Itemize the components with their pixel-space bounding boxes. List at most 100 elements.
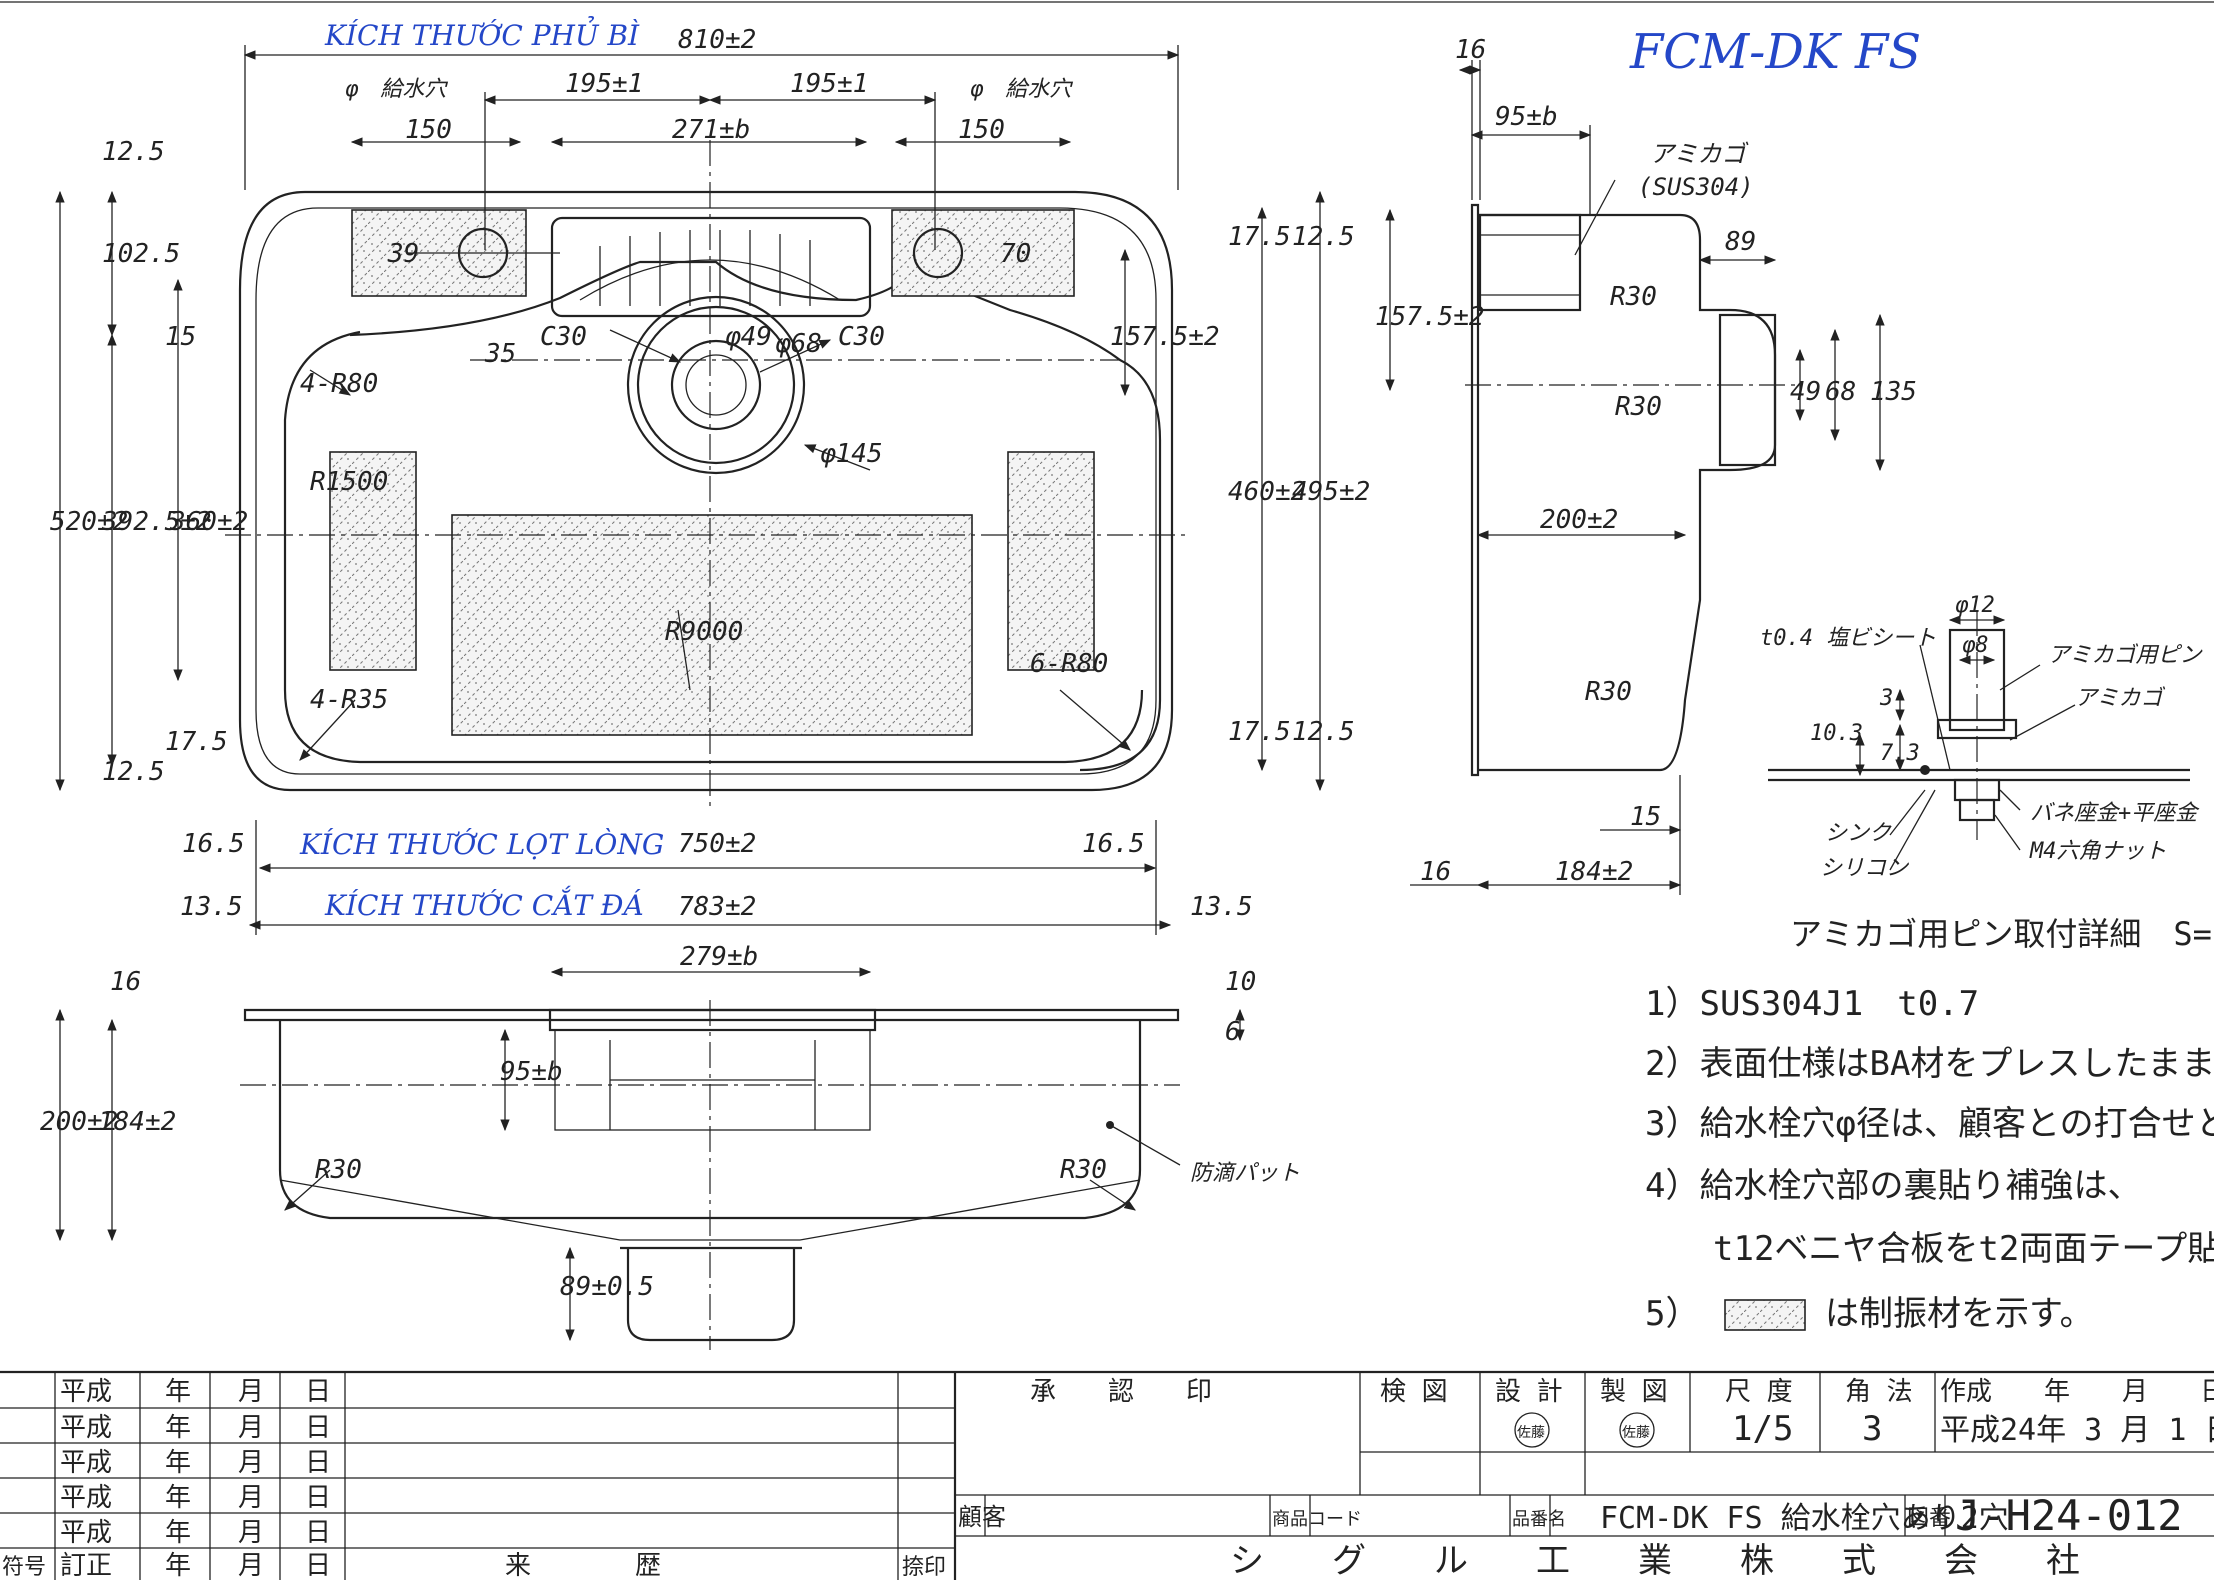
label-inner: KÍCH THƯỚC LỌT LÒNG	[299, 827, 664, 861]
svg-text:17.5: 17.5	[1228, 222, 1291, 252]
svg-text:R30: R30	[1585, 677, 1632, 707]
notes: 1）SUS304J1 t0.7 2）表面仕様はBA材をプレスしたままとする。 3…	[1645, 984, 2214, 1334]
svg-text:4）給水栓穴部の裏貼り補強は、: 4）給水栓穴部の裏貼り補強は、	[1645, 1166, 2141, 1206]
svg-text:135: 135	[1870, 377, 1917, 407]
svg-text:783±2: 783±2	[678, 892, 756, 922]
svg-text:月: 月	[238, 1551, 264, 1580]
svg-text:日: 日	[305, 1518, 331, 1548]
svg-text:承 認 印: 承 認 印	[1030, 1377, 1212, 1407]
svg-text:200±2: 200±2	[1540, 505, 1618, 535]
svg-text:7.3: 7.3	[1880, 741, 1920, 766]
svg-text:16: 16	[1455, 35, 1486, 65]
svg-text:6: 6	[1225, 1017, 1241, 1047]
svg-text:来 歴: 来 歴	[505, 1551, 661, 1580]
svg-text:R1500: R1500	[310, 467, 388, 497]
svg-text:1/5: 1/5	[1732, 1409, 1793, 1449]
svg-text:FCM-DK FS 給水栓穴あり2穴: FCM-DK FS 給水栓穴あり2穴	[1600, 1501, 2009, 1536]
svg-text:360±2: 360±2	[169, 507, 248, 537]
approval-area: 承 認 印 検 図 設 計 製 図 佐藤 佐藤 尺 度 1/5 角 法 3 作成…	[1030, 1377, 2214, 1449]
damping-pad-left	[329, 451, 417, 671]
drain-outer	[626, 295, 806, 475]
svg-text:平成: 平成	[60, 1483, 112, 1513]
svg-text:195±1: 195±1	[790, 69, 868, 99]
svg-text:13.5: 13.5	[180, 892, 243, 922]
svg-text:4-R80: 4-R80	[300, 369, 378, 399]
svg-text:12.5: 12.5	[1292, 717, 1355, 747]
svg-text:平成24年 3 月 1 日: 平成24年 3 月 1 日	[1940, 1413, 2214, 1448]
svg-text:月: 月	[238, 1377, 264, 1407]
svg-text:17.5: 17.5	[1228, 717, 1291, 747]
svg-text:16.5: 16.5	[1082, 829, 1145, 859]
svg-text:φ49: φ49	[725, 322, 772, 352]
damping-pad-center	[451, 514, 973, 736]
svg-text:95±b: 95±b	[1495, 102, 1558, 132]
revision-rows: 平成年月日 平成年月日 平成年月日 平成年月日 平成年月日 符号 訂正 年 月 …	[2, 1377, 946, 1580]
svg-text:157.5±2: 157.5±2	[1110, 322, 1220, 352]
front-dimension-lines	[55, 967, 1245, 1342]
svg-text:102.5: 102.5	[102, 239, 180, 269]
plan-dimension-lines	[55, 45, 1325, 935]
svg-text:φ8: φ8	[1962, 633, 1989, 658]
svg-text:13.5: 13.5	[1190, 892, 1253, 922]
svg-text:(SUS304): (SUS304)	[1638, 173, 1754, 201]
svg-text:t12ベニヤ合板をt2両面テープ貼りとする。: t12ベニヤ合板をt2両面テープ貼りとする。	[1645, 1229, 2214, 1269]
svg-text:アミカゴ: アミカゴ	[2075, 686, 2166, 711]
svg-text:φ68: φ68	[775, 329, 822, 359]
svg-text:検 図: 検 図	[1380, 1377, 1448, 1407]
basket-side	[1478, 213, 1582, 312]
svg-text:495±2: 495±2	[1292, 477, 1370, 507]
svg-text:184±2: 184±2	[1555, 857, 1633, 887]
svg-text:16: 16	[1420, 857, 1451, 887]
svg-text:12.5: 12.5	[1292, 222, 1355, 252]
svg-text:年: 年	[165, 1551, 191, 1580]
svg-text:15: 15	[165, 322, 196, 352]
svg-text:シ グ ル 工 業 株 式 会 社: シ グ ル 工 業 株 式 会 社	[1230, 1541, 2080, 1580]
svg-text:商品コード: 商品コード	[1272, 1509, 1362, 1530]
svg-text:日: 日	[305, 1483, 331, 1513]
svg-text:392.5±2: 392.5±2	[101, 507, 212, 537]
svg-text:平成: 平成	[60, 1413, 112, 1443]
svg-text:R30: R30	[315, 1155, 362, 1185]
front-dimension-text: 279±b 16 10 6 95±b 200±2 184±2 R30 R30 防…	[40, 942, 1300, 1302]
svg-text:3: 3	[1879, 686, 1893, 711]
svg-text:バネ座金+平座金: バネ座金+平座金	[2030, 801, 2200, 826]
svg-text:年: 年	[165, 1518, 191, 1548]
svg-text:月: 月	[238, 1483, 264, 1513]
svg-text:は制振材を示す。: は制振材を示す。	[1825, 1294, 2094, 1334]
svg-text:810±2: 810±2	[678, 25, 756, 55]
svg-text:R9000: R9000	[665, 617, 743, 647]
svg-text:15: 15	[1630, 802, 1661, 832]
damping-pad-top-right	[891, 209, 1075, 297]
svg-text:157.5±2: 157.5±2	[1375, 302, 1485, 332]
svg-text:M4六角ナット: M4六角ナット	[2029, 839, 2167, 864]
svg-text:271±b: 271±b	[672, 115, 750, 145]
svg-text:R30: R30	[1610, 282, 1657, 312]
svg-text:設 計: 設 計	[1495, 1377, 1563, 1407]
svg-text:平成: 平成	[60, 1448, 112, 1478]
svg-text:日: 日	[305, 1413, 331, 1443]
svg-text:φ 給水穴: φ 給水穴	[345, 77, 448, 102]
side-dimension-text: 16 95±b アミカゴ (SUS304) 89 R30 R30 R30 157…	[1375, 35, 1917, 887]
svg-text:平成: 平成	[60, 1377, 112, 1407]
svg-text:J-H24-012: J-H24-012	[1955, 1491, 2183, 1540]
svg-text:製 図: 製 図	[1600, 1377, 1668, 1407]
svg-text:符号: 符号	[2, 1555, 46, 1580]
svg-text:捺印: 捺印	[902, 1555, 946, 1580]
drain-inner	[670, 339, 762, 431]
pin-detail-caption: アミカゴ用ピン取付詳細 S=1/1	[1790, 915, 2214, 953]
svg-text:150: 150	[958, 115, 1005, 145]
seal-design	[1514, 1412, 1550, 1448]
svg-text:184±2: 184±2	[98, 1107, 176, 1137]
damping-legend-swatch	[1724, 1299, 1806, 1331]
svg-text:750±2: 750±2	[678, 829, 756, 859]
svg-text:年: 年	[165, 1448, 191, 1478]
svg-text:シンク: シンク	[1825, 821, 1892, 846]
svg-text:尺 度: 尺 度	[1725, 1377, 1793, 1407]
svg-text:C30: C30	[838, 322, 885, 352]
svg-text:年: 年	[165, 1413, 191, 1443]
svg-text:16.5: 16.5	[182, 829, 245, 859]
svg-text:200±2: 200±2	[40, 1107, 118, 1137]
svg-text:89±0.5: 89±0.5	[560, 1272, 654, 1302]
svg-text:日: 日	[305, 1377, 331, 1407]
